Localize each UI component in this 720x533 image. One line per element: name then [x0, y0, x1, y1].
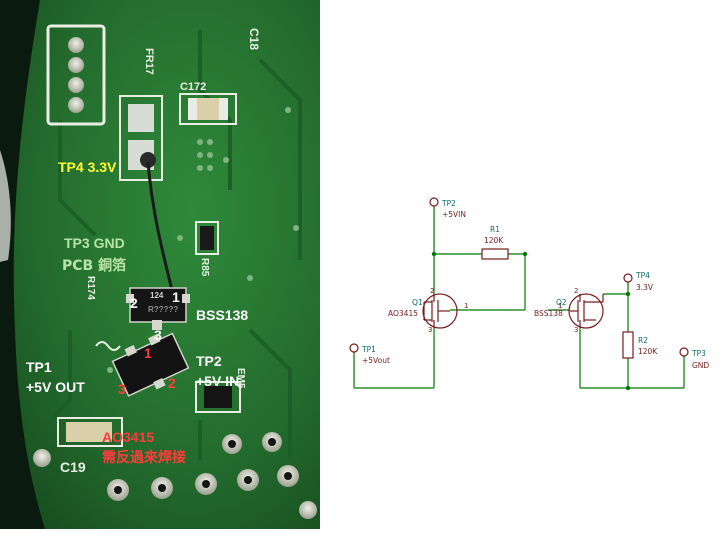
bottom-pad-holes [114, 438, 292, 494]
tp1-symbol [349, 343, 359, 353]
silk-fr17: FR17 [143, 48, 155, 75]
label-tp4: TP4 3.3V [58, 159, 117, 175]
vias [107, 107, 299, 373]
r2-value: 120K [638, 347, 658, 356]
q1-symbol [422, 293, 458, 329]
q1-pin-2: 2 [430, 287, 434, 295]
junctions [431, 251, 631, 391]
q2-symbol [568, 293, 604, 329]
c172-terminal-a [188, 98, 197, 120]
pin-q2-3: 3 [154, 327, 162, 343]
label-pcb-copper: PCB 銅箔 [62, 257, 126, 274]
pcb-photo-drawing: FR17 C172 C18 R85 [0, 0, 320, 529]
q1-pin-3: 3 [428, 326, 432, 334]
silk-c172: C172 [180, 81, 206, 93]
tp1-value: +5Vout [362, 356, 390, 365]
label-tp2: TP2 [196, 353, 222, 369]
q2-value: BSS138 [534, 309, 563, 318]
enclosure-edge [0, 0, 45, 529]
solder-blob-tp4 [140, 152, 156, 168]
em5-body [204, 386, 232, 408]
r2-symbol [622, 331, 634, 359]
em5-outline [195, 381, 241, 413]
r85-outline [195, 221, 219, 255]
label-tp1: TP1 [26, 359, 52, 375]
tp2-symbol [429, 197, 439, 207]
tp4-ref: TP4 [635, 271, 650, 280]
c172-terminal-b [219, 98, 228, 120]
silk-c18: C18 [247, 28, 261, 50]
tp2-ref: TP2 [441, 199, 456, 208]
q1-value: AO3415 [388, 309, 418, 318]
pin-q1-1: 1 [144, 345, 152, 361]
silk-em5: EM5 [235, 368, 246, 389]
label-tp3: TP3 GND [64, 235, 125, 251]
tp3-ref: TP3 [691, 349, 706, 358]
q2-ref: Q2 [556, 298, 567, 307]
q2-pin-2: 2 [574, 287, 578, 295]
r1-symbol [481, 248, 509, 260]
q2-pin-3 [152, 320, 162, 330]
r85-body [200, 226, 214, 250]
schematic-drawing: TP2 +5VIN R1 120K 2 1 3 Q1 AO3415 [349, 197, 709, 391]
c172-outline [179, 93, 237, 125]
silk-r174: R174 [85, 276, 96, 300]
r1-ref: R1 [490, 225, 500, 234]
q1-pin-a [124, 344, 137, 357]
q1-ref: Q1 [412, 298, 423, 307]
tp3-symbol [679, 347, 689, 357]
pin-q2-2: 2 [130, 295, 138, 311]
label-5v-out: +5V OUT [26, 379, 85, 395]
label-solder-note: 需反過來焊接 [102, 449, 186, 466]
enclosure-highlight [0, 150, 11, 262]
tp1-ref: TP1 [361, 345, 376, 354]
silk-c19: C19 [60, 459, 86, 475]
pin-q1-2: 2 [168, 375, 176, 391]
tp3-value: GND [692, 361, 709, 370]
c19-body [66, 422, 112, 442]
q2-pin-1: 1 [558, 302, 562, 310]
silk-r85: R85 [199, 258, 210, 277]
q1-package-group [111, 332, 190, 397]
q1-pin-c [153, 377, 166, 390]
q1-pin-b [148, 333, 161, 346]
label-5v-in: +5V IN [196, 373, 239, 389]
q2-pin-3: 3 [574, 326, 578, 334]
fr17-pad-top [128, 104, 154, 132]
inductor-silk [95, 341, 121, 351]
chip-marking-mid: R????? [148, 305, 178, 314]
chip-marking-top: 124 [150, 291, 164, 300]
q2-pin-1 [182, 294, 190, 303]
q2-package [129, 287, 187, 323]
header-pads [68, 37, 84, 113]
wires [353, 206, 685, 389]
pin-q1-3: 3 [118, 381, 126, 397]
pin-q2-1: 1 [172, 289, 180, 305]
tp4-value: 3.3V [636, 283, 654, 292]
label-ao3415: AO3415 [102, 429, 154, 445]
label-bss138: BSS138 [196, 307, 248, 323]
pcb-photo: FR17 C172 C18 R85 [0, 0, 320, 529]
schematic: TP2 +5VIN R1 120K 2 1 3 Q1 AO3415 [320, 0, 720, 529]
q2-pin-2 [126, 294, 134, 303]
tp4-symbol [623, 273, 633, 283]
c19-outline [57, 417, 123, 447]
r2-ref: R2 [638, 336, 648, 345]
q1-pin-1: 1 [464, 302, 468, 310]
c172-body [188, 98, 228, 120]
r1-value: 120K [484, 236, 504, 245]
tp2-value: +5VIN [442, 210, 466, 219]
header-outline [46, 24, 106, 126]
jumper-wire [146, 161, 174, 291]
fr17-outline [119, 95, 163, 181]
